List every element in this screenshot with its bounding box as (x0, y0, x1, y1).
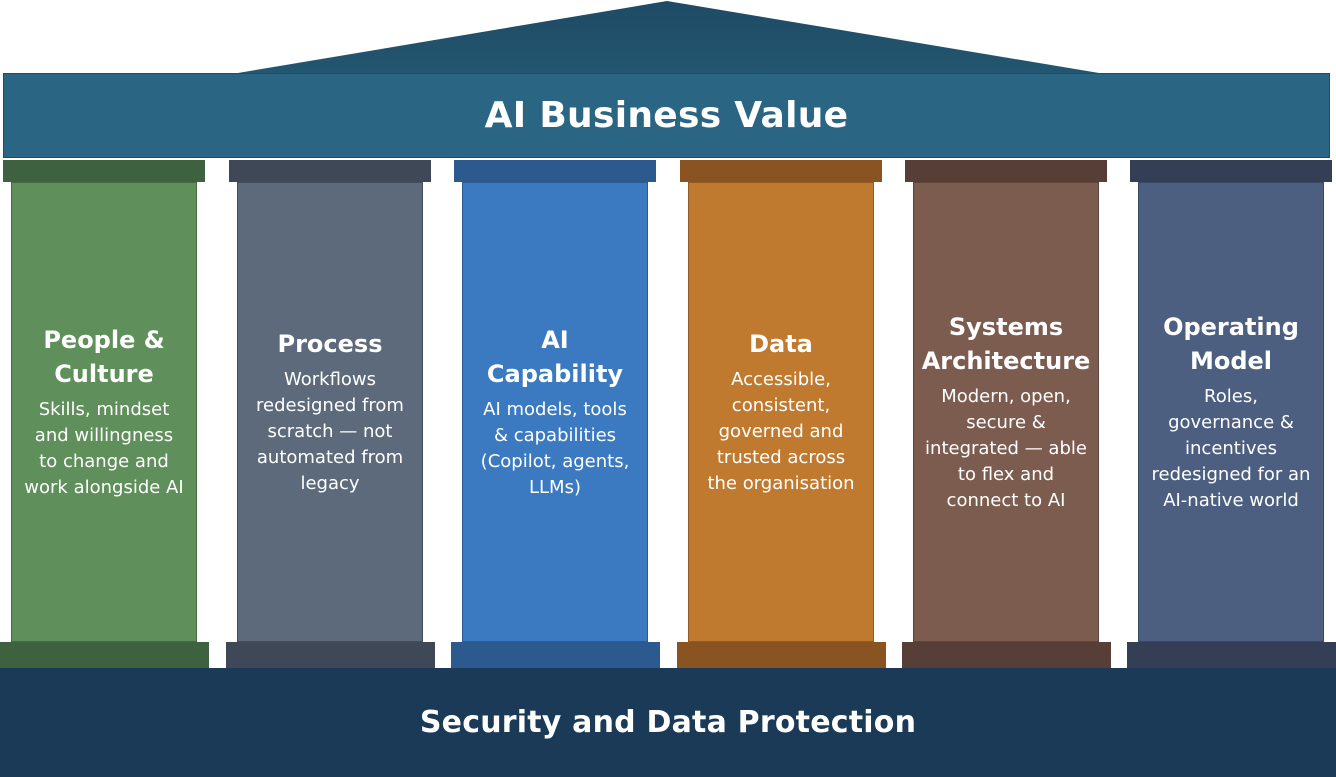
pillar-description: Accessible, consistent, governed and tru… (707, 369, 855, 494)
roof-pediment (232, 1, 1105, 74)
pillar-data: Data Accessible, consistent, governed an… (677, 160, 888, 668)
pillar-shaft: Process Workflows redesigned from scratc… (237, 182, 423, 642)
pillar-description: Modern, open, secure & integrated — able… (925, 386, 1087, 511)
pillar-base (677, 642, 886, 668)
roof-beam: AI Business Value (3, 73, 1330, 158)
pillar-description: Workflows redesigned from scratch — not … (256, 369, 404, 494)
foundation: Security and Data Protection (0, 668, 1336, 777)
pillar-capital (1130, 160, 1332, 182)
roof-title: AI Business Value (484, 95, 849, 136)
pillar-shaft: Systems Architecture Modern, open, secur… (913, 182, 1099, 642)
pillar-base (226, 642, 435, 668)
pillar-systems-architecture: Systems Architecture Modern, open, secur… (902, 160, 1113, 668)
pillar-shaft: AI Capability AI models, tools & capabil… (462, 182, 648, 642)
pillar-capital (454, 160, 656, 182)
pillar-base (0, 642, 209, 668)
pillar-description: Roles, governance & incentives redesigne… (1151, 386, 1311, 511)
pillar-base (1127, 642, 1336, 668)
pillar-title: Data (749, 330, 813, 358)
pillar-operating-model: Operating Model Roles, governance & ince… (1127, 160, 1336, 668)
pillar-title: People & Culture (43, 326, 165, 388)
pillar-capital (680, 160, 882, 182)
pillar-ai-capability: AI Capability AI models, tools & capabil… (451, 160, 662, 668)
pillar-process: Process Workflows redesigned from scratc… (226, 160, 437, 668)
pillar-people-culture: People & Culture Skills, mindset and wil… (0, 160, 211, 668)
pillar-shaft: Operating Model Roles, governance & ince… (1138, 182, 1324, 642)
pillar-title: Systems Architecture (921, 313, 1091, 375)
pillar-shaft: Data Accessible, consistent, governed an… (688, 182, 874, 642)
pillar-description: Skills, mindset and willingness to chang… (24, 399, 184, 498)
pillar-base (451, 642, 660, 668)
pillar-description: AI models, tools & capabilities (Copilot… (480, 399, 630, 498)
pillar-shaft: People & Culture Skills, mindset and wil… (11, 182, 197, 642)
pillar-base (902, 642, 1111, 668)
pillar-title: AI Capability (486, 326, 624, 388)
foundation-title: Security and Data Protection (419, 705, 917, 740)
pillar-capital (229, 160, 431, 182)
pillar-title: Process (277, 330, 383, 358)
pillar-title: Operating Model (1163, 313, 1299, 375)
pillar-capital (905, 160, 1107, 182)
pillar-capital (3, 160, 205, 182)
